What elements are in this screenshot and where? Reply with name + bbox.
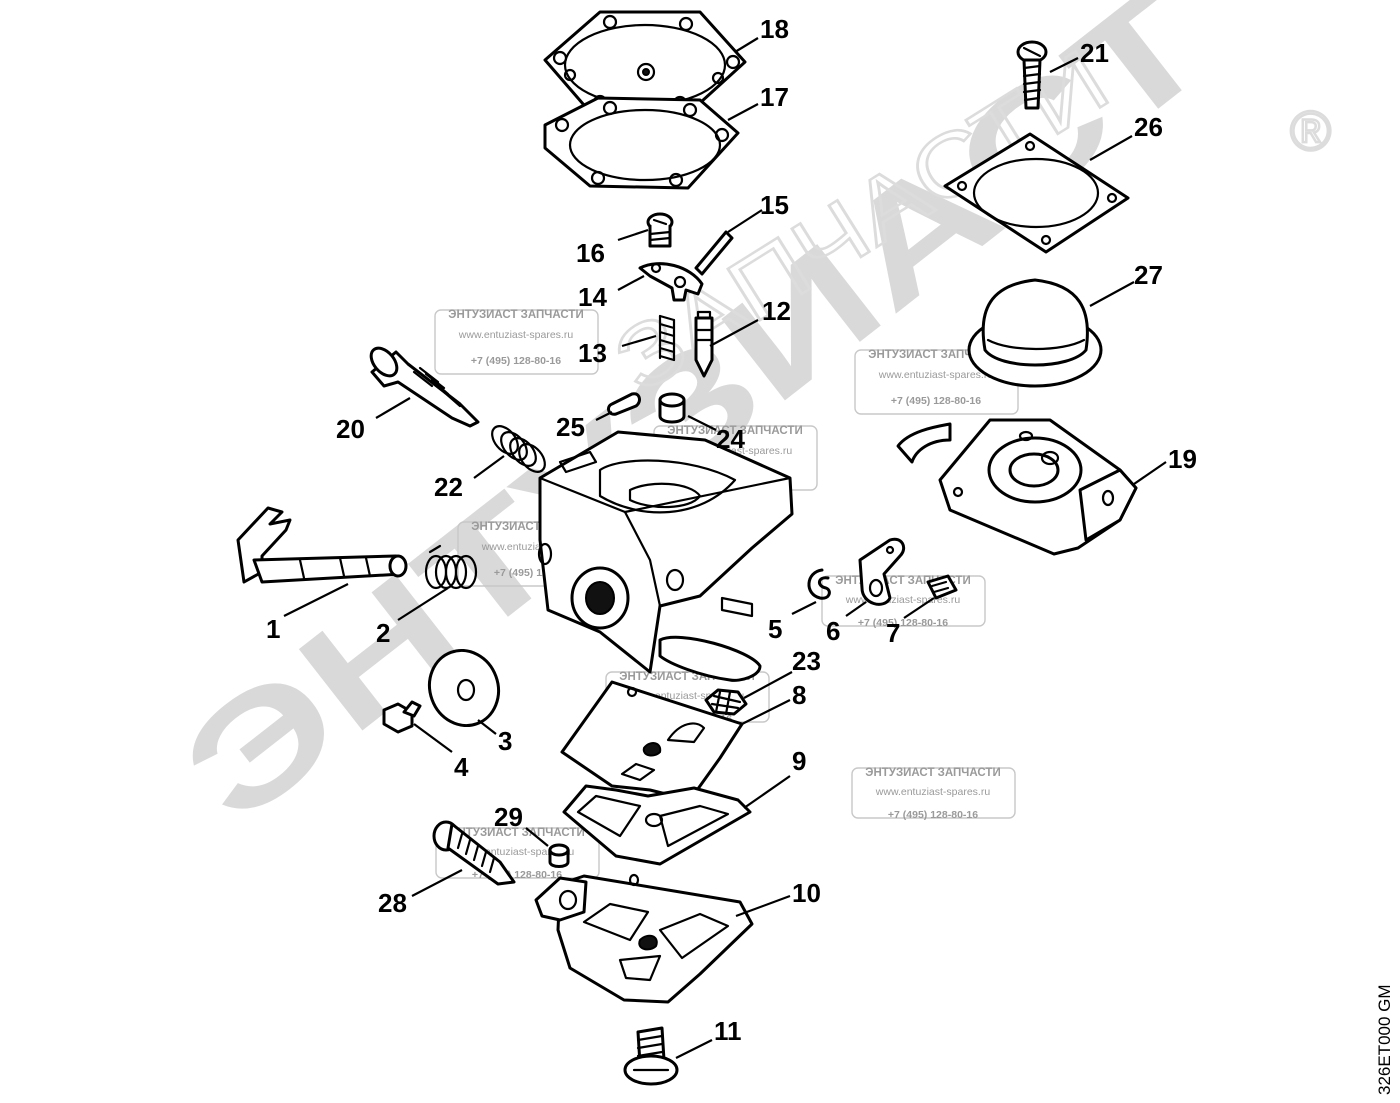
stamp-frame [435,827,600,879]
stamp-title: ЭНТУЗИАСТ ЗАПЧАСТИ [449,827,584,839]
callouts: 18 17 15 16 14 12 13 25 24 20 22 1 2 3 4… [266,14,1197,1046]
stamp-phone: +7 (495) 128-80-16 [858,617,948,629]
callout-28: 28 [378,888,407,918]
callout-17: 17 [760,82,789,112]
stamp-phone: +7 (495) 128-80-16 [888,809,978,821]
stamp-frame [434,309,599,375]
callout-19: 19 [1168,444,1197,474]
part-screen-23 [704,688,748,716]
part-carburetor-body [537,430,794,682]
part-throttle-shaft-1 [236,506,408,584]
part-gasket-17 [543,96,740,190]
part-gasket-9 [562,784,752,866]
part-pump-cover-19 [896,418,1138,556]
callout-26: 26 [1134,112,1163,142]
callout-2: 2 [376,618,390,648]
part-spring-22 [491,425,546,473]
callout-27: 27 [1134,260,1163,290]
stamp-frame [851,767,1016,819]
part-clip-5 [807,568,831,600]
part-lever-14 [638,262,704,302]
part-needle-12 [694,310,714,378]
part-spring-13 [658,314,676,362]
part-diaphragm-18 [543,10,747,114]
callout-4: 4 [454,752,469,782]
part-plug-24 [658,392,686,424]
part-lever-6 [858,537,906,606]
callout-25: 25 [556,412,585,442]
callout-14: 14 [578,282,607,312]
part-plug-29 [548,843,570,868]
stamp: ЭНТУЗИАСТ ЗАПЧАСТИ www.entuziast-spares.… [434,309,599,375]
part-plate-8 [560,680,744,802]
part-adjust-screw-20 [369,346,480,428]
stamp: ЭНТУЗИАСТ ЗАПЧАСТИ www.entuziast-spares.… [821,575,986,629]
stamp-phone: +7 (495) 128-80-16 [891,395,981,407]
part-throttle-plate-3 [428,648,500,728]
leader-lines [283,37,1167,1059]
stamp-site: www.entuziast-spares.ru [875,786,991,798]
part-screw-16 [646,212,674,248]
stamp-frame [821,575,986,627]
callout-1: 1 [266,614,280,644]
callout-16: 16 [576,238,605,268]
callout-29: 29 [494,802,523,832]
callout-15: 15 [760,190,789,220]
callout-20: 20 [336,414,365,444]
part-screw-4 [382,700,422,734]
part-screw-21 [1016,40,1048,110]
stamp: ЭНТУЗИАСТ ЗАПЧАСТИ www.entuziast-spares.… [851,767,1016,821]
callout-18: 18 [760,14,789,44]
callout-13: 13 [578,338,607,368]
part-gasket-26 [943,132,1130,254]
callout-23: 23 [792,646,821,676]
stamp-title: ЭНТУЗИАСТ ЗАПЧАСТИ [667,425,802,437]
callout-6: 6 [826,616,840,646]
part-screw-11 [623,1026,679,1086]
callout-22: 22 [434,472,463,502]
callout-5: 5 [768,614,782,644]
part-primer-bulb-27 [967,278,1103,388]
callout-21: 21 [1080,38,1109,68]
part-adjust-screw-28 [432,820,516,886]
callout-7: 7 [886,618,900,648]
callout-9: 9 [792,746,806,776]
part-spring-2 [424,544,478,590]
part-pin-15 [694,230,734,276]
part-pin-25 [607,392,641,416]
part-screw-7 [926,574,958,600]
stamp-site: www.entuziast-spares.ru [458,329,574,341]
callout-3: 3 [498,726,512,756]
callout-10: 10 [792,878,821,908]
callout-24: 24 [716,424,745,454]
callout-11: 11 [714,1016,742,1046]
part-plate-10 [534,873,754,1004]
callout-12: 12 [762,296,791,326]
stamp-title: ЭНТУЗИАСТ ЗАПЧАСТИ [448,309,583,321]
stamp-phone: +7 (495) 128-80-16 [471,355,561,367]
drawing-code: 326ET000 GM [1375,984,1394,1095]
callout-8: 8 [792,680,806,710]
watermark-registered-mark: ® [1290,99,1331,162]
stamp-title: ЭНТУЗИАСТ ЗАПЧАСТИ [865,767,1000,779]
stamp-site: www.entuziast-spares.ru [878,369,994,381]
